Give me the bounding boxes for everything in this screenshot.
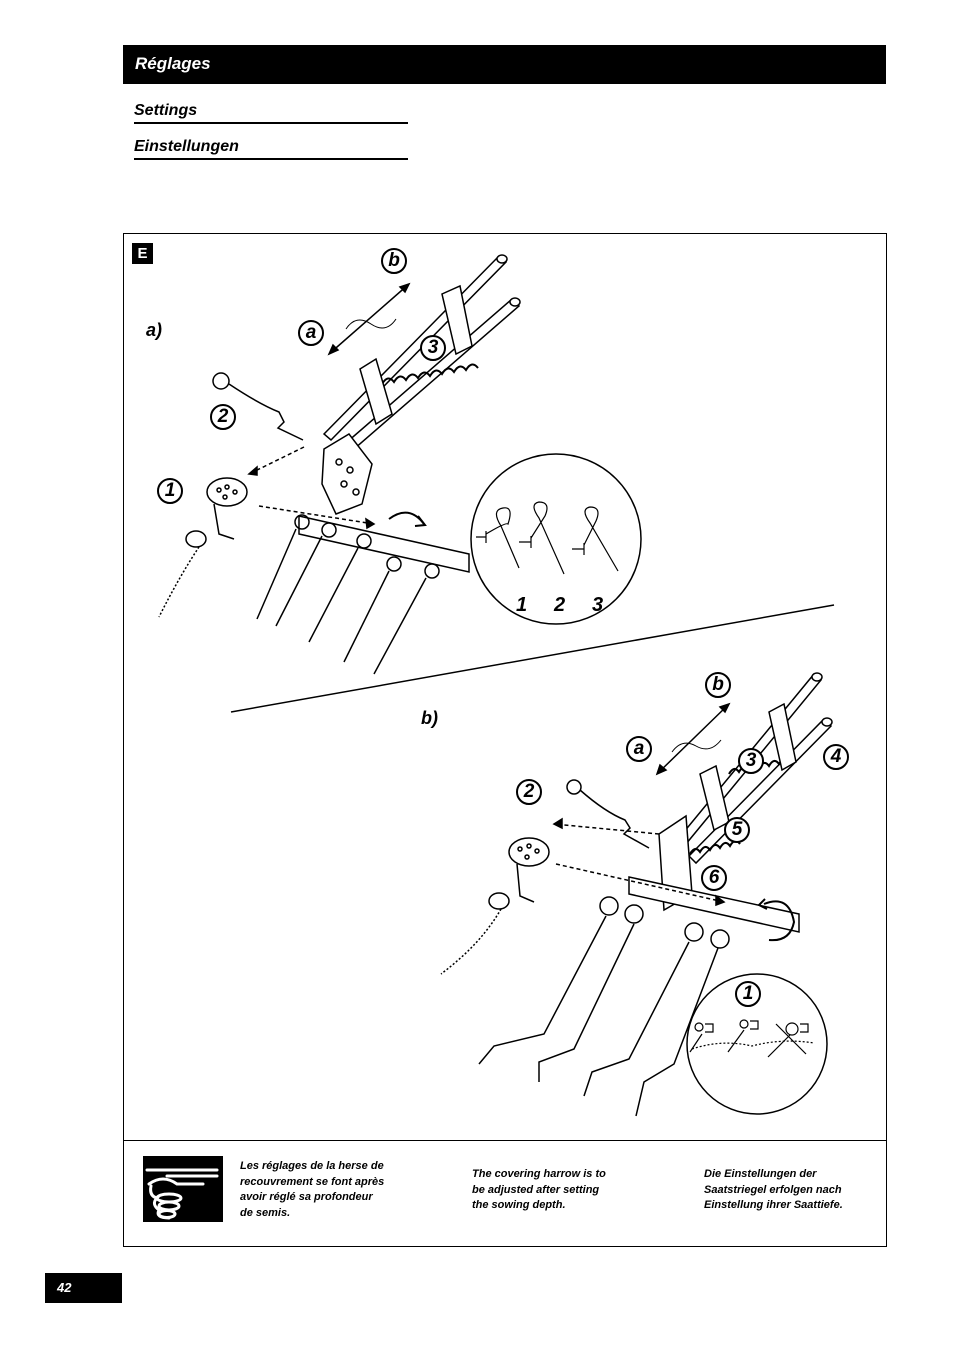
callout-1-lower: 1	[735, 981, 761, 1007]
note-english: The covering harrow is to be adjusted af…	[472, 1167, 652, 1214]
note-line: the sowing depth.	[472, 1199, 566, 1211]
note-line: Saatstriegel erfolgen nach	[704, 1183, 842, 1196]
detail-digit-2: 2	[554, 594, 566, 616]
callout-1-upper: 1	[157, 478, 183, 504]
detail-digit-1: 1	[516, 594, 528, 616]
callout-6-lower: 6	[701, 865, 727, 891]
note-line: Einstellung ihrer Saattiefe.	[704, 1199, 843, 1211]
callout-5-lower: 5	[724, 817, 750, 843]
page-number: 42	[57, 1280, 72, 1295]
figure-frame: E	[123, 233, 887, 1247]
subtitle-settings: Settings	[134, 102, 408, 124]
section-title: Réglages	[135, 54, 211, 73]
callout-a-lower: a	[626, 736, 652, 762]
note-line: be adjusted after setting	[472, 1183, 600, 1196]
pointing-hand-icon	[143, 1156, 223, 1222]
callout-3-upper: 3	[420, 335, 446, 361]
detail-digit-3: 3	[592, 594, 604, 616]
callout-a-upper: a	[298, 320, 324, 346]
harrow-illustration	[158, 254, 835, 1117]
assembly-a	[158, 254, 521, 675]
detail-circle-a	[470, 453, 642, 625]
callout-2-lower: 2	[516, 779, 542, 805]
callout-3-lower: 3	[738, 748, 764, 774]
header-bar: Réglages	[123, 45, 886, 84]
callout-b-upper: b	[381, 248, 407, 274]
detail-circle-b	[686, 973, 828, 1115]
note-divider	[124, 1140, 886, 1141]
callout-4-lower: 4	[823, 744, 849, 770]
note-french: Les réglages de la herse de recouvrement…	[240, 1159, 420, 1221]
page-number-box: 42	[45, 1273, 122, 1303]
callout-b-lower: b	[705, 672, 731, 698]
note-line: Les réglages de la herse de	[240, 1160, 384, 1172]
figure-letter: E	[132, 243, 153, 264]
note-german: Die Einstellungen der Saatstriegel erfol…	[704, 1167, 884, 1214]
note-line: Die Einstellungen der	[704, 1168, 817, 1180]
subtitle-einstellungen: Einstellungen	[134, 138, 408, 160]
note-line: recouvrement se font après	[240, 1175, 385, 1188]
note-line: de semis.	[240, 1206, 291, 1219]
note-line: The covering harrow is to	[472, 1168, 606, 1180]
note-line: avoir réglé sa profondeur	[240, 1191, 373, 1203]
section-label-a: a)	[146, 320, 163, 340]
callout-2-upper: 2	[210, 404, 236, 430]
separator-line	[230, 604, 835, 713]
section-label-b: b)	[421, 708, 438, 728]
